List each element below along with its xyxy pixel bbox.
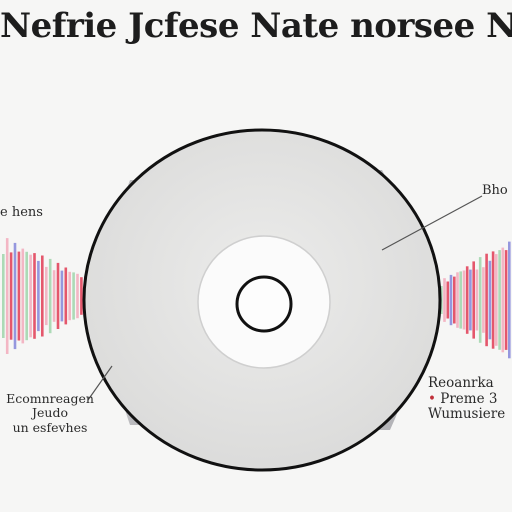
wave-bar [76,273,79,319]
label-left-top: e hens [0,205,43,220]
label-left-bottom-line-1: Ecomnreagen [6,391,94,406]
wave-bar [48,258,52,334]
leader-line-right-top [381,195,483,251]
wave-bar [56,262,60,329]
wave-bar [469,269,472,331]
wave-bar [491,251,495,349]
label-left-bottom-line-2: Jeudo [32,405,68,421]
wave-bar [449,274,453,326]
wave-bar [478,257,482,343]
leader-line-left-bottom [87,365,113,401]
bullet-dot: • [428,390,436,407]
label-right-bottom-line-2: • Preme 3 [428,390,512,408]
label-right-bottom-line-1: Reoanrka [428,375,494,391]
wave-bar [17,251,21,341]
wave-bar [495,254,498,346]
wave-bar [2,254,5,338]
center-hole [235,275,293,333]
label-left-bottom: Ecomnreagen Jeudo un esfevhes [0,391,100,435]
wave-bar [453,276,456,324]
label-right-top: Bho [482,183,508,198]
wave-bar [443,278,446,322]
wave-bar [488,260,492,340]
wave-bar [504,250,508,350]
wave-bar [482,267,485,333]
wave-bar [45,266,48,326]
wave-bar [41,255,44,337]
label-right-bottom: Reoanrka • Preme 3 Wumusiere [428,375,512,423]
wave-bar [37,260,40,332]
wave-bar [462,270,466,330]
label-left-bottom-line-3: un esfevhes [12,419,88,435]
wave-bar [72,272,75,320]
label-right-bottom-line-3: Wumusiere [428,406,506,423]
wave-bar [456,272,459,328]
wave-bar [508,241,511,359]
wave-bar [465,266,469,334]
wave-bar [25,251,28,341]
wave-bar [68,271,71,321]
diagram-title: Nefrie Jcfese Nate norsee N [0,6,512,46]
sound-wave-right [440,241,511,359]
wave-bar [485,253,488,347]
wave-bar [498,250,501,350]
wave-bar [501,247,505,353]
wave-bar [459,271,462,329]
sound-wave-left [2,238,87,354]
wave-bar [64,267,68,325]
wave-bar [60,270,64,322]
wave-bar [21,248,25,344]
wave-bar [80,277,83,315]
wave-bar [5,238,9,354]
wave-bar [9,252,13,340]
wave-bar [446,281,450,319]
wave-bar [33,253,36,339]
wave-bar [52,270,56,322]
wave-bar [13,242,17,350]
wave-bar [475,269,479,331]
wave-bar [29,254,32,338]
wave-bar [472,261,475,339]
label-right-bottom-line-2-text: Preme 3 [440,390,498,407]
